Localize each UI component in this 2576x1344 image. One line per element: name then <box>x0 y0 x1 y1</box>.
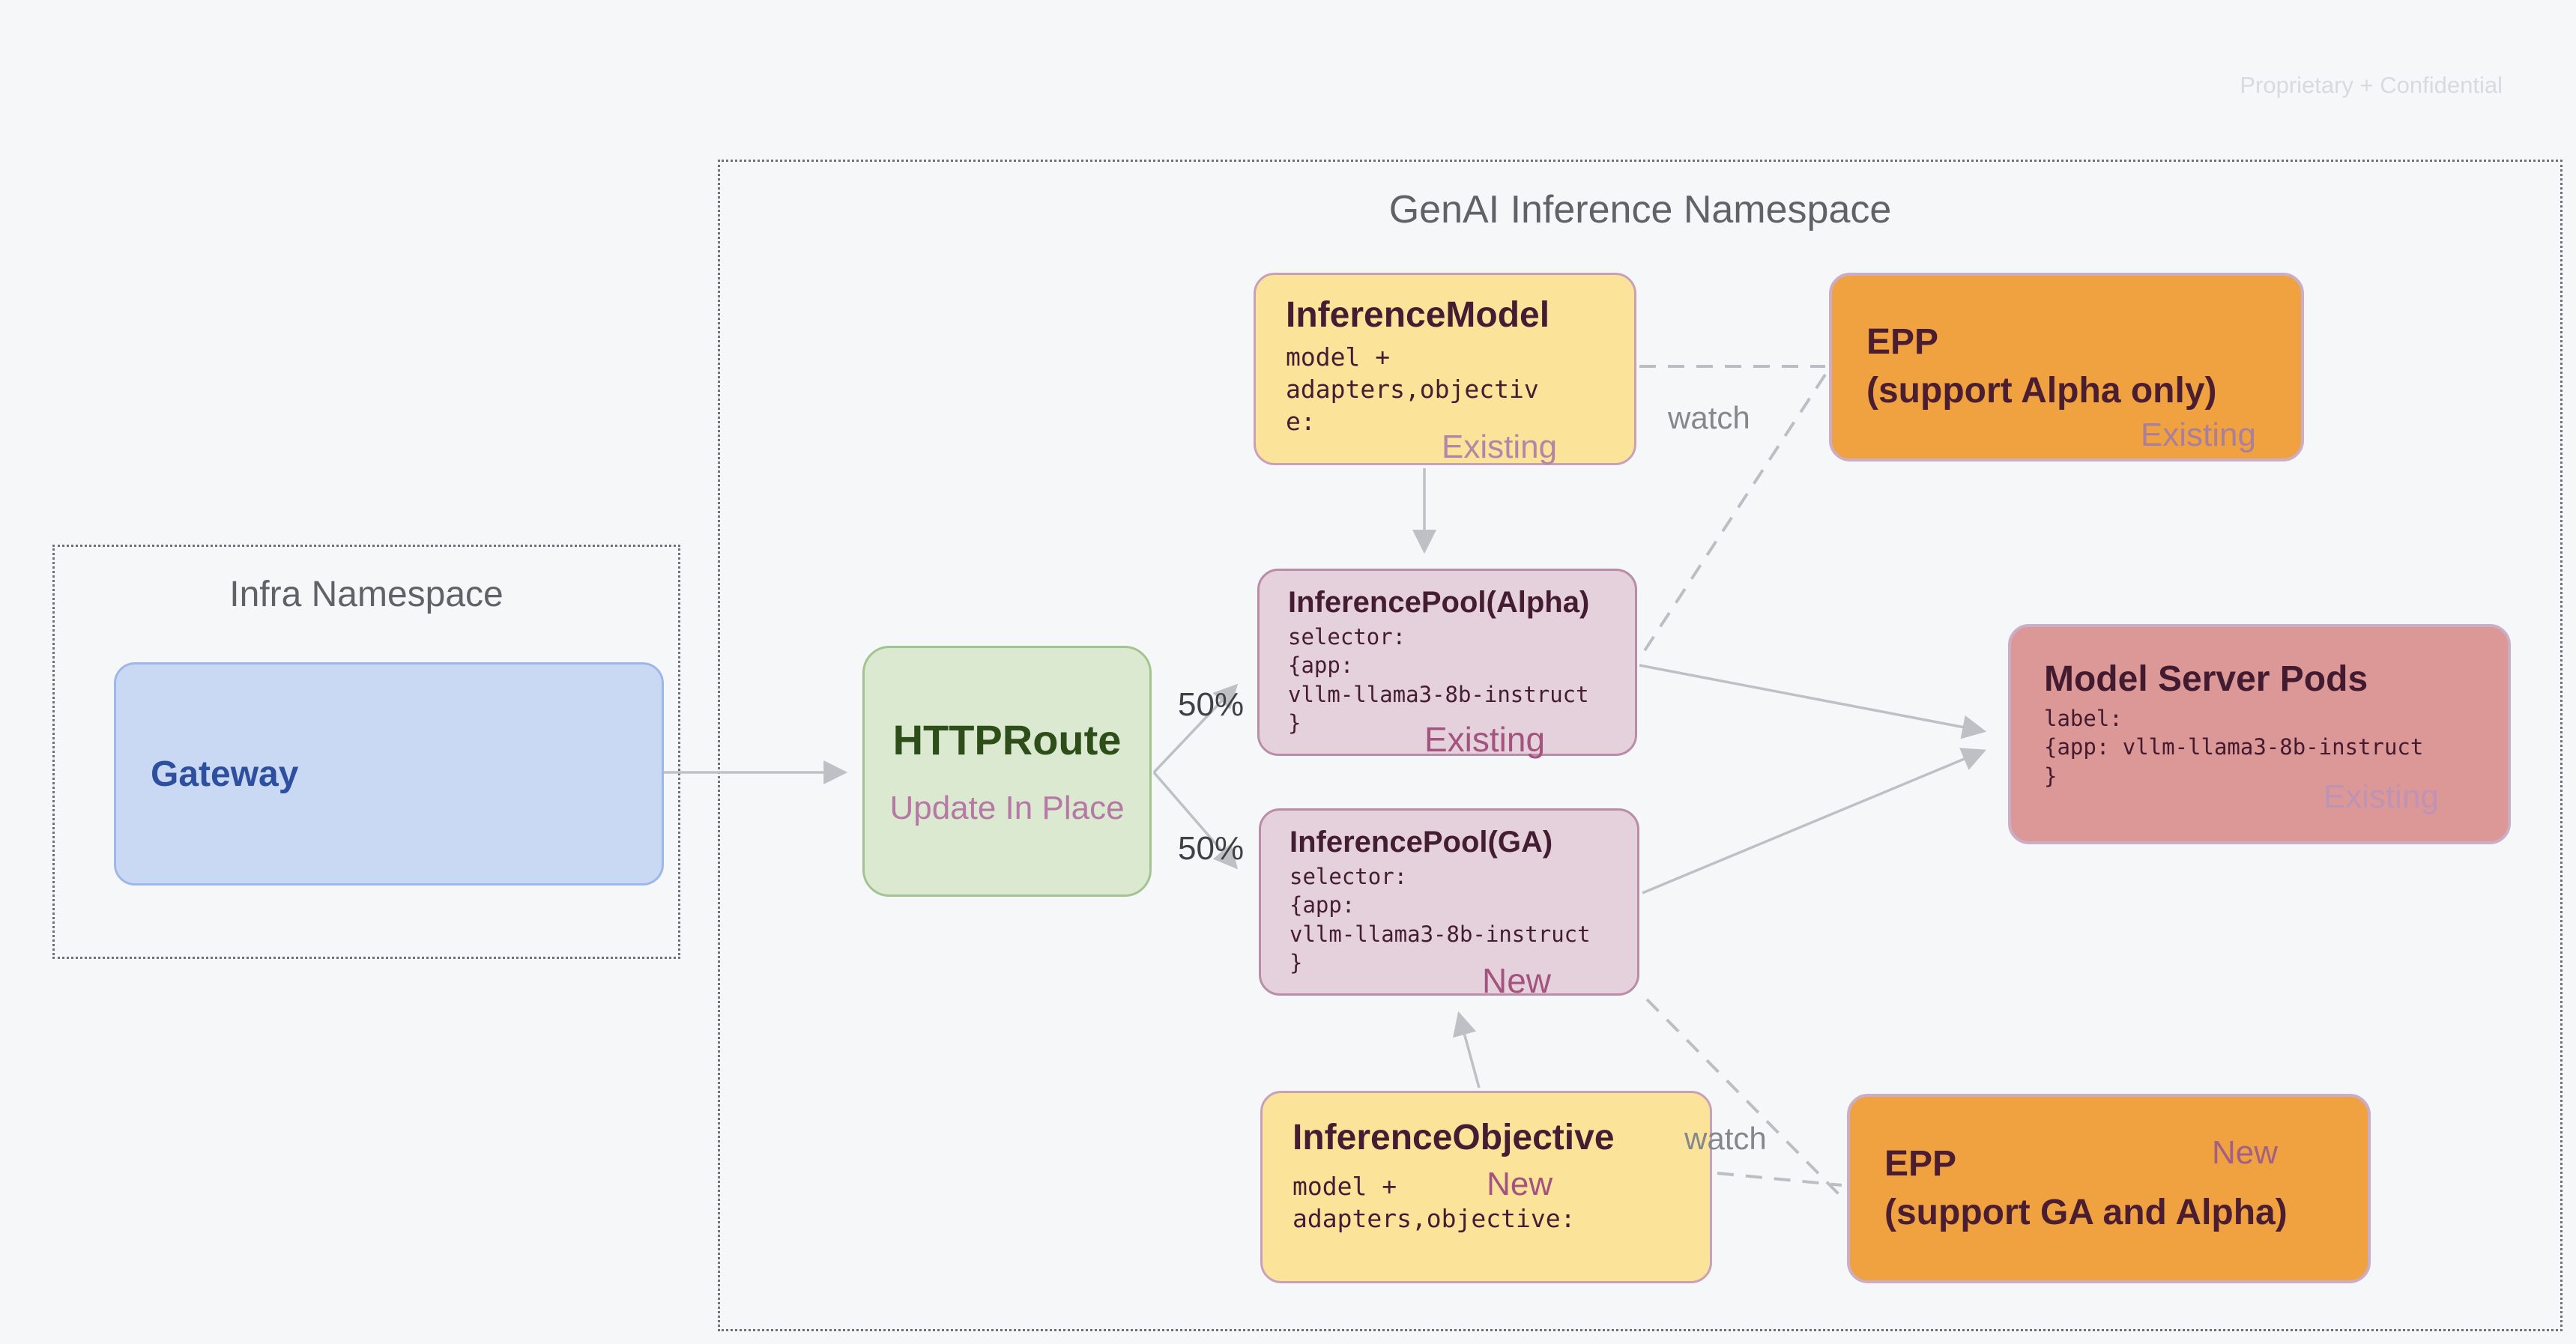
watch-label-bottom: watch <box>1684 1121 1767 1156</box>
inference-model-status-badge: Existing <box>1442 429 1558 465</box>
model-server-pods-code-line: } <box>2044 763 2058 789</box>
inference-objective-code-line: adapters,objective: <box>1292 1204 1576 1233</box>
epp-ga-status-badge: New <box>2211 1134 2278 1171</box>
inference-pool-alpha-code-line: vllm-llama3-8b-instruct <box>1288 681 1589 707</box>
model-server-pods-code-line: label: <box>2044 706 2123 731</box>
epp-alpha-node: EPP (support Alpha only) Existing <box>1829 273 2304 461</box>
inference-objective-status-badge: New <box>1487 1166 1553 1202</box>
inference-pool-alpha-title: InferencePool(Alpha) <box>1288 586 1590 619</box>
traffic-split-label-bottom: 50% <box>1178 830 1245 867</box>
inference-pool-ga-code-line: vllm-llama3-8b-instruct <box>1289 921 1591 947</box>
inference-model-code-line: model + <box>1286 342 1391 372</box>
epp-ga-title-line1: EPP <box>1884 1143 1957 1184</box>
inference-pool-ga-code-line: } <box>1289 949 1303 975</box>
epp-ga-title-line2: (support GA and Alpha) <box>1884 1192 2288 1232</box>
inference-objective-node: InferenceObjective model + New adapters,… <box>1260 1091 1712 1283</box>
model-server-pods-node: Model Server Pods label: {app: vllm-llam… <box>2008 624 2511 844</box>
inference-model-node: InferenceModel model + adapters,objectiv… <box>1254 273 1636 465</box>
inference-pool-ga-status-badge: New <box>1482 961 1552 1000</box>
httproute-node: HTTPRoute Update In Place <box>862 646 1152 897</box>
inference-pool-ga-node: InferencePool(GA) selector: {app: vllm-l… <box>1259 808 1639 1000</box>
gateway-node: Gateway <box>114 662 664 886</box>
genai-namespace-title: GenAI Inference Namespace <box>1388 188 1892 231</box>
infra-namespace-container: Infra Namespace <box>52 545 680 959</box>
inference-objective-title: InferenceObjective <box>1292 1118 1615 1157</box>
inference-model-code-line: adapters,objectiv <box>1286 374 1539 404</box>
model-server-pods-title: Model Server Pods <box>2044 659 2368 699</box>
epp-alpha-title-line1: EPP <box>1866 322 1939 363</box>
inference-pool-alpha-code-line: } <box>1288 709 1301 736</box>
inference-objective-code-line: model + <box>1292 1172 1397 1201</box>
inference-model-title: InferenceModel <box>1286 295 1550 335</box>
inference-pool-alpha-status-badge: Existing <box>1424 720 1546 759</box>
model-server-pods-status-badge: Existing <box>2323 778 2439 815</box>
confidential-note: Proprietary + Confidential <box>2240 72 2503 98</box>
inference-pool-ga-title: InferencePool(GA) <box>1289 826 1553 859</box>
epp-alpha-title-line2: (support Alpha only) <box>1866 371 2217 411</box>
httproute-subtitle: Update In Place <box>889 790 1125 826</box>
watch-label-top: watch <box>1668 400 1750 435</box>
inference-pool-alpha-code-line: selector: <box>1288 624 1406 650</box>
inference-model-code-line: e: <box>1286 406 1316 436</box>
model-server-pods-code-line: {app: vllm-llama3-8b-instruct <box>2044 734 2424 760</box>
genai-namespace-container: GenAI Inference Namespace <box>718 160 2563 1331</box>
httproute-title: HTTPRoute <box>892 716 1122 763</box>
inference-pool-ga-code-line: {app: <box>1289 892 1355 918</box>
gateway-title: Gateway <box>151 754 299 794</box>
inference-pool-alpha-code-line: {app: <box>1288 653 1354 679</box>
inference-pool-alpha-node: InferencePool(Alpha) selector: {app: vll… <box>1257 569 1637 759</box>
epp-alpha-status-badge: Existing <box>2140 417 2256 453</box>
inference-pool-ga-code-line: selector: <box>1289 864 1408 889</box>
traffic-split-label-top: 50% <box>1178 686 1245 723</box>
epp-ga-node: EPP (support GA and Alpha) New <box>1847 1094 2371 1283</box>
infra-namespace-title: Infra Namespace <box>229 575 504 614</box>
